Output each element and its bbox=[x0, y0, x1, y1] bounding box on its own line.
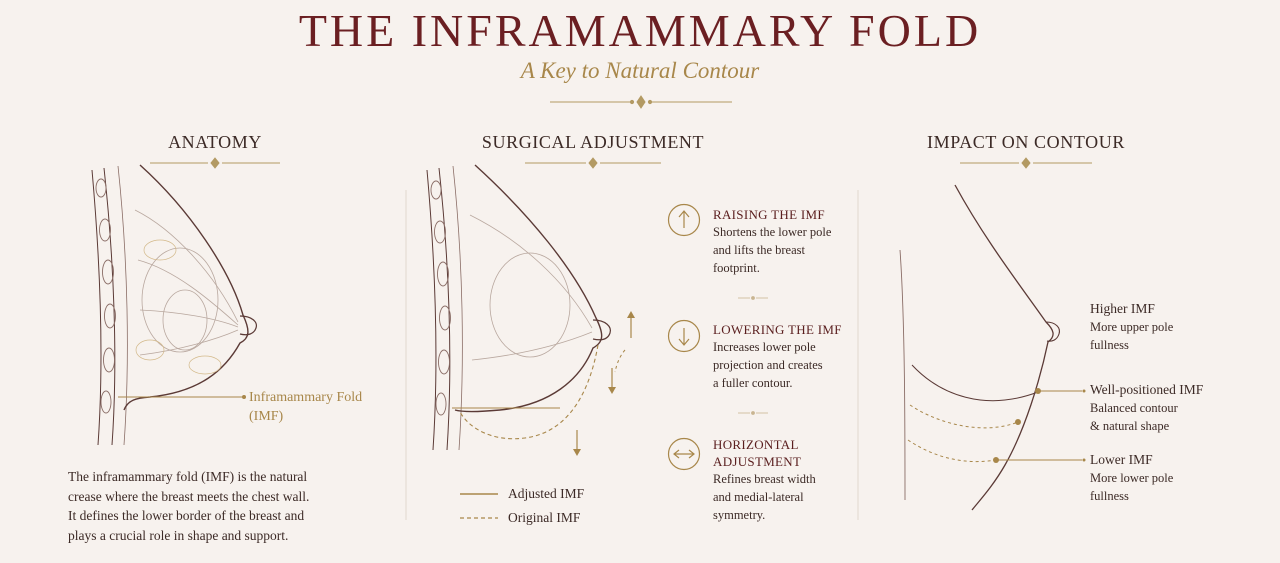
legend-original: Original IMF bbox=[508, 510, 581, 525]
anatomy-ornament-icon bbox=[150, 157, 280, 169]
item-separators bbox=[738, 296, 768, 415]
impact-well-positioned: Well-positioned IMF Balanced contour & n… bbox=[1090, 382, 1204, 433]
surgical-illustration bbox=[426, 164, 635, 519]
arrow-horizontal-icon bbox=[667, 437, 701, 471]
impact-ornament-icon bbox=[960, 157, 1092, 169]
impact-heading: IMPACT ON CONTOUR bbox=[927, 132, 1125, 152]
page-title: THE INFRAMAMMARY FOLD bbox=[298, 5, 982, 56]
anatomy-description: The inframammary fold (IMF) is the natur… bbox=[68, 469, 310, 543]
surgical-ornament-icon bbox=[525, 157, 661, 169]
title-ornament-icon bbox=[550, 95, 732, 109]
impact-lower: Lower IMF More lower pole fullness bbox=[1090, 452, 1174, 503]
impact-higher: Higher IMF More upper pole fullness bbox=[1090, 301, 1174, 352]
anatomy-heading: ANATOMY bbox=[168, 132, 262, 152]
impact-illustration bbox=[899, 184, 1086, 511]
legend-adjusted: Adjusted IMF bbox=[508, 486, 585, 501]
item-horizontal: HORIZONTAL ADJUSTMENT Refines breast wid… bbox=[713, 437, 816, 522]
item-lowering: LOWERING THE IMF Increases lower pole pr… bbox=[713, 322, 842, 390]
arrow-down-icon bbox=[667, 319, 701, 353]
imf-label: Inframammary Fold (IMF) bbox=[249, 390, 363, 424]
anatomy-illustration bbox=[91, 164, 257, 446]
arrow-up-icon bbox=[667, 203, 701, 237]
item-raising: RAISING THE IMF Shortens the lower pole … bbox=[713, 207, 832, 275]
surgical-heading: SURGICAL ADJUSTMENT bbox=[481, 132, 705, 152]
page-subtitle: A Key to Natural Contour bbox=[520, 58, 760, 83]
